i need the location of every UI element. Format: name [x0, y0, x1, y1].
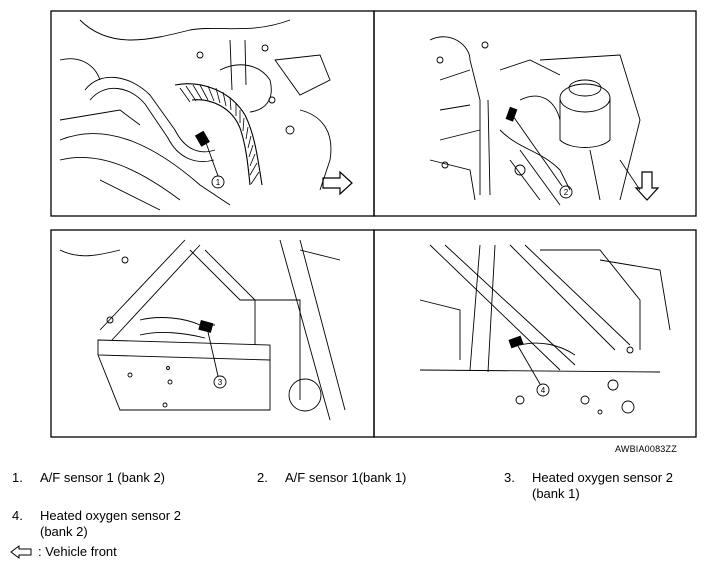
- callout-3: 3: [218, 378, 223, 387]
- callout-1: 1: [216, 178, 221, 187]
- callout-4: 4: [541, 386, 546, 395]
- legend-number: 1.: [12, 470, 23, 485]
- figure-drawing: 1 2 3 4: [50, 10, 697, 438]
- legend-text: A/F sensor 1 (bank 2): [40, 470, 165, 485]
- panel-2-drawing: [429, 36, 660, 206]
- legend-text: A/F sensor 1(bank 1): [285, 470, 407, 485]
- legend-number: 2.: [257, 470, 268, 485]
- legend-text: Heated oxygen sensor 2 (bank 2): [40, 508, 181, 539]
- legend-text: Heated oxygen sensor 2 (bank 1): [532, 470, 673, 501]
- sensor-location-figure: 1 2 3 4 AWBIA0083ZZ: [50, 10, 697, 454]
- panel-3-drawing: [59, 239, 346, 421]
- vehicle-front-label: : Vehicle front: [38, 544, 117, 559]
- panel-3-frame: [50, 229, 375, 438]
- legend-number: 4.: [12, 508, 23, 523]
- figure-id: AWBIA0083ZZ: [615, 444, 677, 454]
- panel-4-frame: [373, 229, 697, 438]
- vehicle-front-note: : Vehicle front: [10, 544, 117, 559]
- panel-1-drawing: [59, 19, 353, 211]
- vehicle-front-arrow-icon: [10, 544, 32, 559]
- legend-number: 3.: [504, 470, 515, 485]
- panel-4-drawing: [419, 244, 671, 415]
- panel-2-frame: [373, 10, 697, 217]
- callout-2: 2: [564, 188, 569, 197]
